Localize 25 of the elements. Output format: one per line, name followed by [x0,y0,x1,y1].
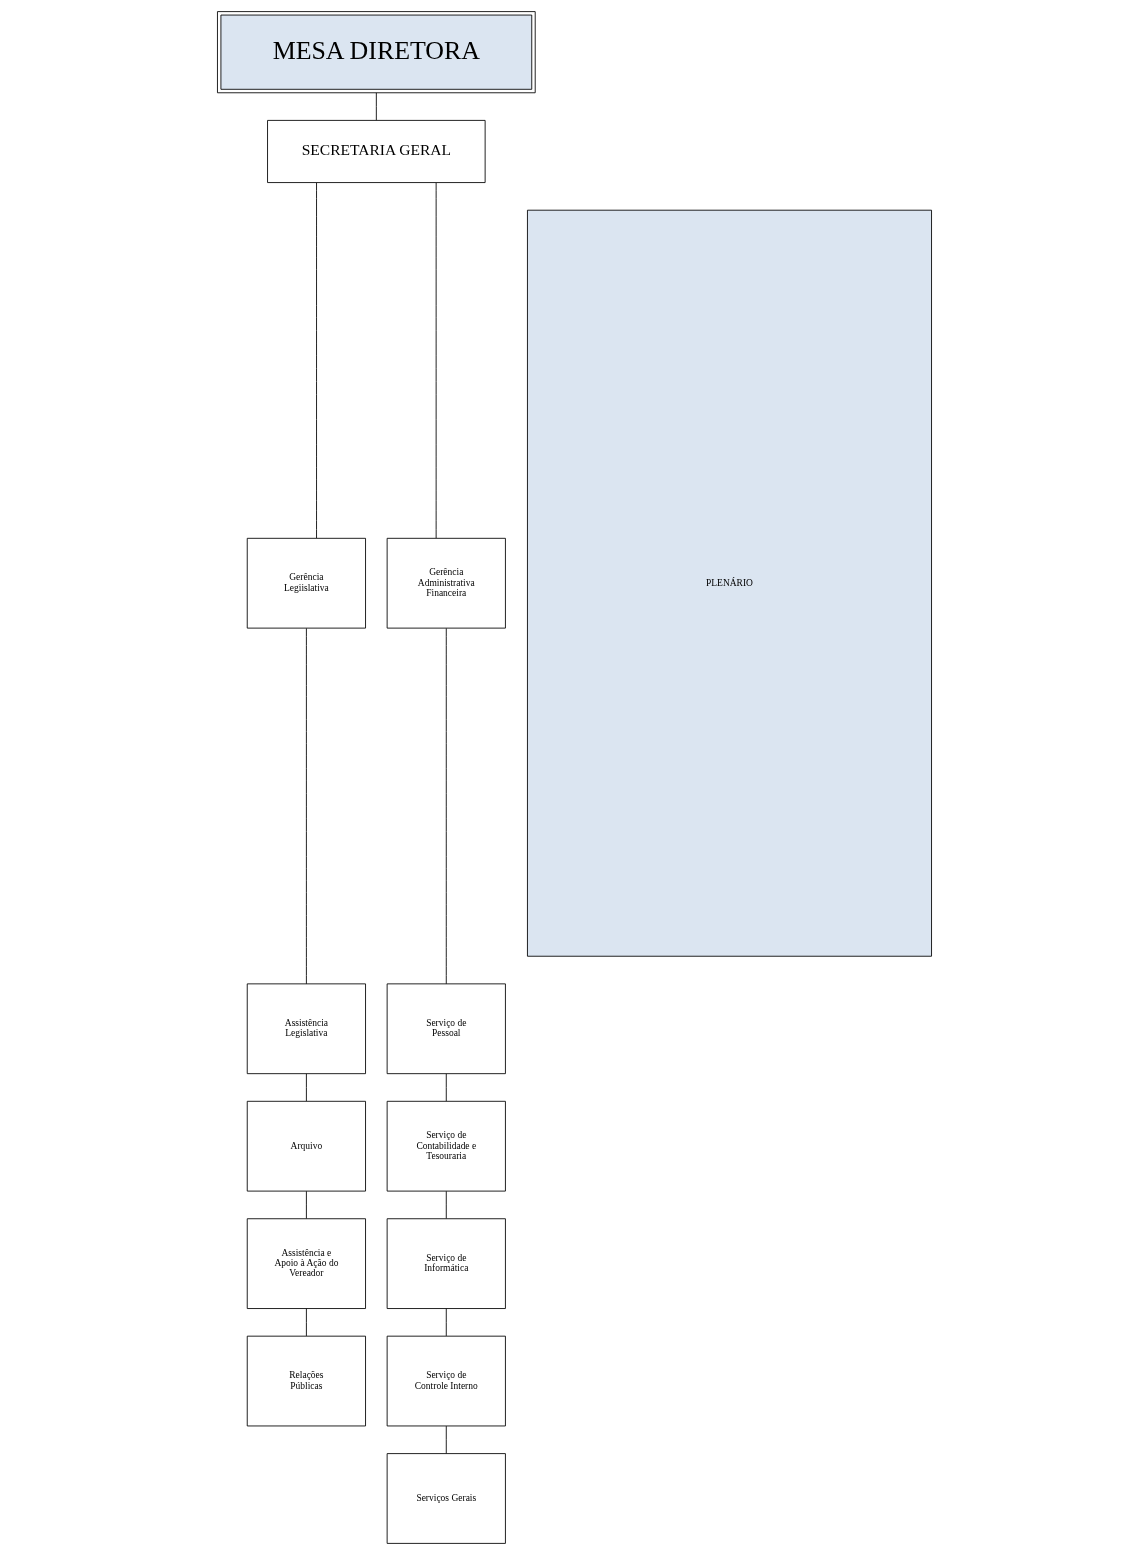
connector [445,1073,447,1102]
node-box: Relações Públicas [246,1335,366,1427]
connector [375,92,377,121]
node-box: Serviço de Pessoal [386,983,506,1075]
connector [435,182,437,539]
connector [305,627,307,985]
connector [445,627,447,985]
node-box: Gerência Administrativa Financeira [386,537,506,629]
node-box: Arquivo [246,1100,366,1192]
node-box: SECRETARIA GERAL [266,119,486,183]
node-box: Serviços Gerais [386,1453,506,1544]
connector [305,1190,307,1219]
connector [445,1425,447,1454]
node-box: Serviço de Informática [386,1218,506,1309]
node-box: Assistência e Apoio à Ação do Vereador [246,1218,366,1309]
connector [305,1073,307,1102]
connector [315,182,317,539]
connector [445,1190,447,1219]
node-box: Assistência Legislativa [246,983,366,1075]
connector [445,1308,447,1337]
node-box: Serviço de Controle Interno [386,1335,506,1427]
node-box: Gerência Legiislativa [246,537,366,629]
connector [305,1308,307,1337]
node-box: Serviço de Contabilidade e Tesouraria [386,1100,506,1192]
node-box: PLENÁRIO [526,209,932,957]
